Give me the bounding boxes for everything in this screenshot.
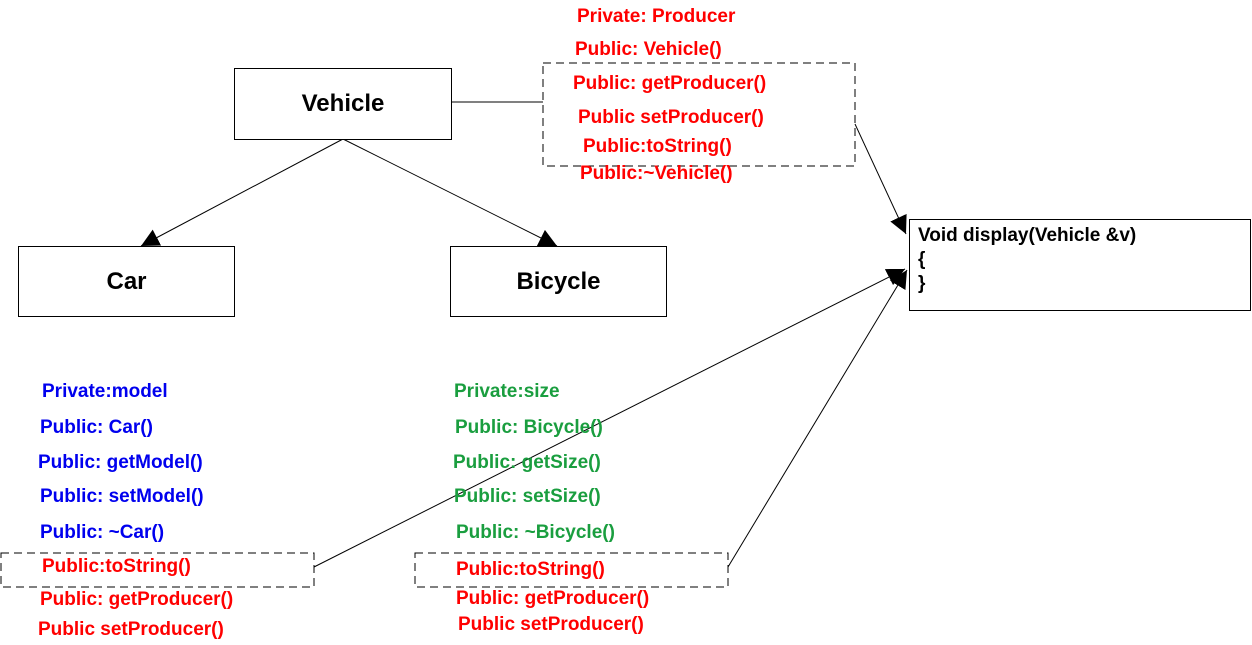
car-member: Public: Car() xyxy=(40,417,153,438)
car-tostring-dashed-group xyxy=(0,552,315,588)
display-function-box: Void display(Vehicle &v) { } xyxy=(909,219,1251,311)
car-member: Public: ~Car() xyxy=(40,522,165,543)
vehicle-to-display-arrow xyxy=(854,123,907,235)
car-class-box: Car xyxy=(18,246,235,317)
car-member: Private:model xyxy=(42,381,168,402)
display-function-open-brace: { xyxy=(918,249,926,270)
bicycle-member: Public: getProducer() xyxy=(456,588,650,609)
car-member: Public: setModel() xyxy=(40,486,204,507)
bicycle-member: Public: getSize() xyxy=(453,452,601,473)
bicycle-tostring-dashed-group xyxy=(414,552,729,588)
car-member: Public: getProducer() xyxy=(40,589,234,610)
display-function-close-brace: } xyxy=(918,273,926,294)
car-member: Public: getModel() xyxy=(38,452,203,473)
vehicle-member: Public:toString() xyxy=(583,136,732,157)
bicycle-class-box: Bicycle xyxy=(450,246,667,317)
bicycle-member: Public setProducer() xyxy=(458,614,644,635)
car-class-name: Car xyxy=(106,267,147,295)
vehicle-class-box: Vehicle xyxy=(234,68,452,140)
vehicle-member: Public: Vehicle() xyxy=(575,39,722,60)
car-to-display-arrow xyxy=(313,268,906,568)
vehicle-class-name: Vehicle xyxy=(301,90,385,117)
bicycle-member: Public: ~Bicycle() xyxy=(456,522,615,543)
vehicle-member: Private: Producer xyxy=(577,6,736,27)
bicycle-member: Public: setSize() xyxy=(454,486,601,507)
bicycle-to-display-arrow xyxy=(727,269,908,568)
display-function-signature: Void display(Vehicle &v) xyxy=(918,225,1137,246)
vehicle-member: Public:~Vehicle() xyxy=(580,163,733,184)
vehicle-member: Public: getProducer() xyxy=(573,73,767,94)
bicycle-member: Public:toString() xyxy=(456,559,605,580)
bicycle-class-name: Bicycle xyxy=(516,267,601,295)
bicycle-member: Public: Bicycle() xyxy=(455,417,603,438)
inherit-arrow-car xyxy=(140,138,344,247)
car-member: Public:toString() xyxy=(42,556,191,577)
vehicle-member: Public setProducer() xyxy=(578,107,764,128)
car-member: Public setProducer() xyxy=(38,619,224,640)
inherit-arrow-bicycle xyxy=(342,138,558,247)
vehicle-methods-dashed-group xyxy=(542,62,856,167)
bicycle-member: Private:size xyxy=(454,381,560,402)
